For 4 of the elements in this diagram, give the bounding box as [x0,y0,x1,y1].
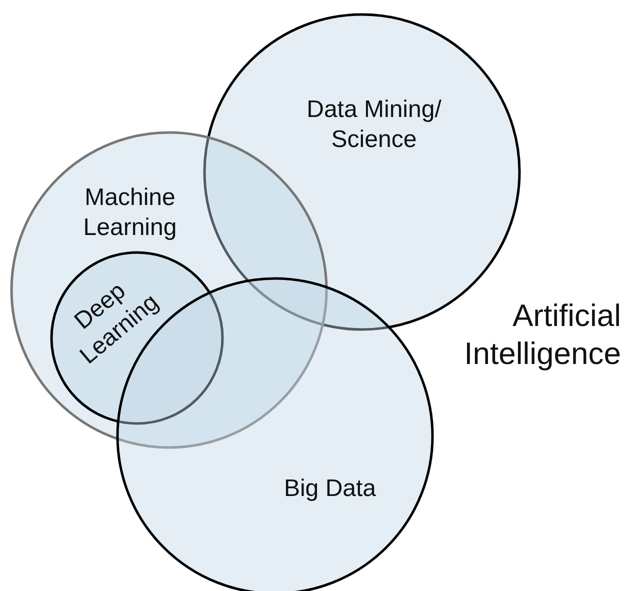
circle-label: Machine Learning [82,183,178,243]
circle-label: Data Mining/ Science [306,95,442,155]
circle-label: Big Data [282,474,378,504]
set-label: Artificial Intelligence [463,297,621,373]
